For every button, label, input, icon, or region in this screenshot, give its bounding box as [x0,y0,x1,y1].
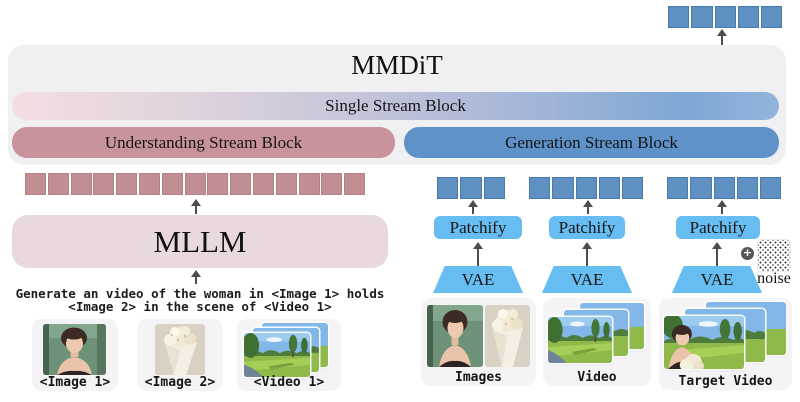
prompt-text: Generate an video of the woman in <Image… [0,287,400,313]
target-video-frames [664,302,787,370]
token [298,173,320,195]
patchify-target: Patchify [676,216,760,239]
arrow-up-icon [467,200,479,214]
output-token-row [668,6,783,28]
arrow-up-icon [711,242,723,266]
token [761,6,783,28]
token [207,173,229,195]
token [529,177,551,199]
token [161,173,183,195]
images-label: Images [455,370,502,385]
patchify-video: Patchify [549,216,625,239]
arrow-up-icon [190,199,202,214]
images-card: Images [421,298,536,386]
arrow-up-icon [581,242,593,266]
token [622,177,644,199]
video-card: Video [543,298,651,386]
arrow-up-icon [190,270,202,284]
arrow-up-icon [716,29,728,45]
target-video-label: Target Video [678,374,773,389]
images-bouquet [485,305,530,367]
token [714,6,736,28]
token [760,177,782,199]
noise-pattern-icon [757,239,791,272]
token [252,173,274,195]
plus-icon: + [741,246,754,260]
token [690,177,712,199]
understanding-token-row [25,173,366,195]
understanding-stream-block: Understanding Stream Block [12,127,395,158]
single-stream-block: Single Stream Block [12,92,779,120]
token [70,173,92,195]
token [713,177,735,199]
patchify-images: Patchify [434,216,522,239]
token [575,177,597,199]
vae-video: VAE [542,266,632,293]
prompt-line-1: Generate an video of the woman in <Image… [15,286,385,301]
video-label: Video [577,370,617,385]
noise-label: noise [757,270,791,287]
image-2-label: <Image 2> [144,375,216,390]
video-1-card: <Video 1> [237,319,341,391]
token [344,173,366,195]
arrow-up-icon [582,200,594,214]
image-2-bouquet [155,324,205,375]
generation-stream-block: Generation Stream Block [404,127,779,158]
video-frames [548,303,646,367]
token [230,173,252,195]
token [138,173,160,195]
token [552,177,574,199]
token [598,177,621,199]
image-2-card: <Image 2> [137,319,223,391]
token [47,173,69,195]
token [93,173,115,195]
mllm-block: MLLM [12,215,388,268]
mmdit-title: MMDiT [351,50,443,80]
images-portrait [427,305,483,367]
image-1-label: <Image 1> [39,375,111,390]
token [437,177,459,199]
token [275,173,297,195]
images-token-row [437,177,505,199]
token [25,173,46,195]
video-token-row [529,177,644,199]
token [668,6,690,28]
token [483,177,505,199]
video-1-frames [244,323,334,377]
mmdit-block: MMDiT Single Stream Block Understanding … [8,45,786,165]
token [460,177,482,199]
prompt-line-2: <Image 2> in the scene of <Video 1> [68,299,332,314]
vae-images: VAE [433,266,523,293]
image-1-portrait [43,324,106,375]
token [691,6,713,28]
arrow-up-icon [716,200,728,214]
target-token-row [667,177,782,199]
token [736,177,759,199]
token [667,177,689,199]
arrow-up-icon [472,242,484,266]
vae-target: VAE [672,266,762,293]
target-video-card: Target Video [659,298,792,390]
token [321,173,343,195]
token [737,6,760,28]
image-1-card: <Image 1> [32,319,118,391]
token [184,173,206,195]
token [116,173,138,195]
video-1-label: <Video 1> [253,375,325,390]
